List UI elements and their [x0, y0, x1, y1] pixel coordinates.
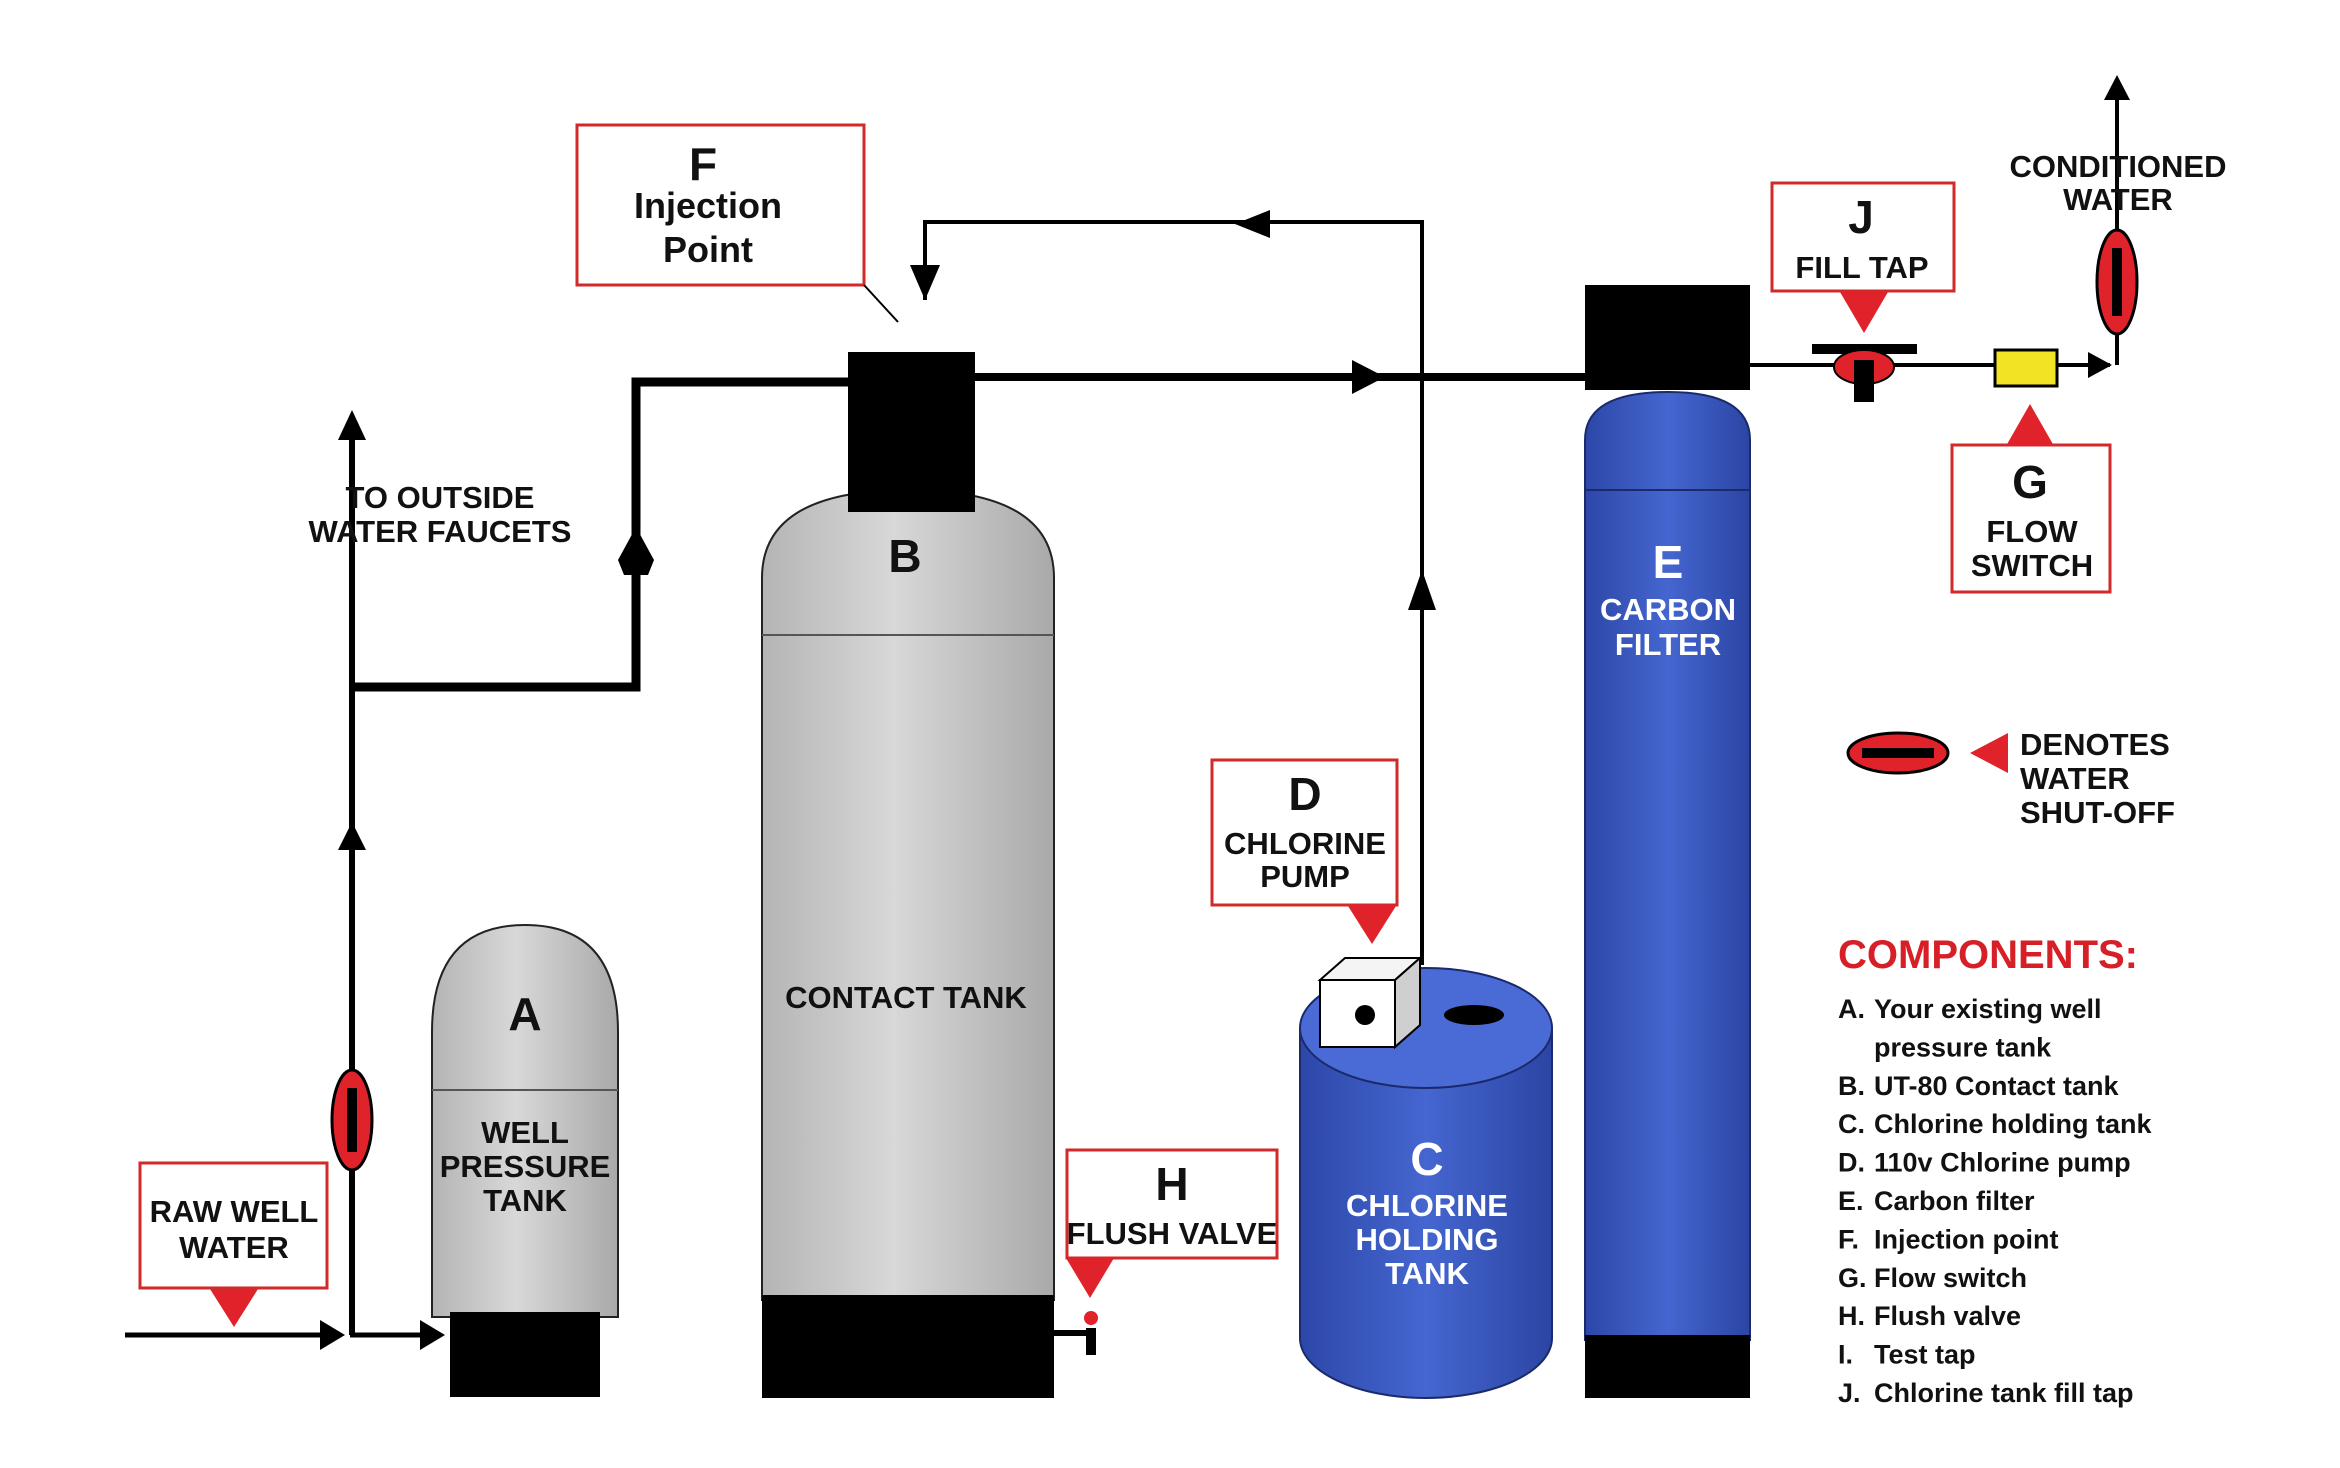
component-key: E.	[1838, 1186, 1864, 1216]
tank-b-letter: B	[888, 530, 921, 582]
tank-c-line-1: CHLORINE	[1346, 1188, 1508, 1223]
component-key: D.	[1838, 1148, 1865, 1178]
component-key: G.	[1838, 1263, 1867, 1293]
main-line-arrow-icon	[1352, 360, 1385, 394]
contact-feed-arrow-icon	[618, 527, 654, 575]
tank-e-letter: E	[1653, 536, 1684, 588]
tank-a-line-2: PRESSURE	[440, 1149, 611, 1184]
carbon-filter	[1584, 285, 1751, 1398]
conditioned-water-line-2: WATER	[2063, 182, 2173, 217]
callout-f-line-1: Injection	[634, 185, 782, 226]
callout-g-line-1: FLOW	[1986, 514, 2078, 549]
component-key: I.	[1838, 1340, 1853, 1370]
component-text: Chlorine tank fill tap	[1874, 1378, 2134, 1408]
tank-e-line-1: CARBON	[1600, 592, 1736, 627]
component-key: B.	[1838, 1071, 1865, 1101]
chlorine-up-arrow-icon	[1408, 570, 1436, 610]
callout-j-letter: J	[1848, 191, 1874, 243]
callout-h-line-1: FLUSH VALVE	[1067, 1216, 1278, 1251]
tank-a-arrow-icon	[420, 1320, 445, 1350]
tank-a-line-1: WELL	[481, 1115, 569, 1150]
shutoff-valve-outlet[interactable]	[2095, 228, 2139, 336]
shutoff-legend-pointer-icon	[1970, 733, 2008, 773]
callout-d-letter: D	[1288, 768, 1321, 820]
callout-d-line-1: CHLORINE	[1224, 826, 1386, 861]
outlet-arrow-icon	[2088, 352, 2112, 378]
callout-h-letter: H	[1155, 1158, 1188, 1210]
callout-j-pointer-icon	[1840, 292, 1888, 333]
component-text: Carbon filter	[1874, 1186, 2035, 1216]
component-text: Flush valve	[1874, 1301, 2021, 1331]
callout-j-line-1: FILL TAP	[1795, 250, 1928, 285]
outside-faucet-arrow-icon	[338, 410, 366, 440]
component-text: pressure tank	[1874, 1032, 2052, 1062]
denotes-line-1: DENOTES	[2020, 727, 2170, 762]
callout-d-pointer-icon	[1348, 906, 1396, 944]
well-pressure-tank	[431, 923, 619, 1397]
flow-switch[interactable]	[1993, 348, 2059, 388]
fill-opening	[1444, 1005, 1504, 1025]
to-outside-line-2: WATER FAUCETS	[309, 514, 572, 549]
inlet-arrow-icon	[320, 1320, 345, 1350]
tank-a-letter: A	[508, 988, 541, 1040]
component-text: UT-80 Contact tank	[1874, 1071, 2120, 1101]
flush-valve[interactable]	[1054, 1311, 1098, 1355]
components-list: COMPONENTS: A. Your existing well pressure…	[1838, 933, 2152, 1408]
tank-a-line-3: TANK	[483, 1183, 567, 1218]
callout-j-fill-tap: J FILL TAP	[1770, 181, 1956, 333]
component-key: C.	[1838, 1109, 1865, 1139]
chlorine-left-arrow-icon	[1235, 210, 1270, 238]
callout-d-chlorine-pump: D CHLORINE PUMP	[1210, 758, 1399, 944]
tank-e-line-2: FILTER	[1615, 627, 1721, 662]
callout-f-line-2: Point	[663, 229, 753, 270]
callout-g-letter: G	[2012, 456, 2048, 508]
component-key: F.	[1838, 1224, 1859, 1254]
component-key: J.	[1838, 1378, 1861, 1408]
callout-f-injection-point: F Injection Point	[575, 123, 899, 323]
callout-d-line-2: PUMP	[1260, 859, 1350, 894]
chlorine-pump[interactable]	[1317, 955, 1423, 1050]
callout-f-letter: F	[689, 138, 717, 190]
callout-g-line-2: SWITCH	[1971, 548, 2093, 583]
components-title: COMPONENTS:	[1838, 933, 2138, 977]
tank-c-line-3: TANK	[1385, 1256, 1469, 1291]
raw-water-pointer-icon	[210, 1289, 258, 1327]
raw-well-water-line-1: RAW WELL	[150, 1194, 319, 1229]
fill-tap[interactable]	[1812, 344, 1917, 402]
tank-c-letter: C	[1410, 1133, 1443, 1185]
component-text: 110v Chlorine pump	[1874, 1148, 2131, 1178]
tank-c-line-2: HOLDING	[1356, 1222, 1499, 1257]
callout-g-pointer-icon	[2006, 404, 2054, 446]
denotes-line-2: WATER	[2020, 761, 2130, 796]
component-key: H.	[1838, 1301, 1865, 1331]
component-text: Flow switch	[1874, 1263, 2027, 1293]
denotes-line-3: SHUT-OFF	[2020, 795, 2175, 830]
component-key: A.	[1838, 994, 1865, 1024]
component-text: Chlorine holding tank	[1874, 1109, 2152, 1139]
contact-tank-head	[848, 352, 975, 512]
raw-well-water-line-2: WATER	[179, 1230, 289, 1265]
component-text: Your existing well	[1874, 994, 2102, 1024]
component-text: Test tap	[1874, 1340, 1976, 1370]
raw-well-water-callout: RAW WELL WATER	[138, 1161, 329, 1327]
contact-tank	[761, 352, 1055, 1398]
shutoff-valve-lower[interactable]	[330, 1068, 374, 1172]
to-outside-line-1: TO OUTSIDE	[346, 480, 535, 515]
tank-b-line-1: CONTACT TANK	[785, 980, 1027, 1015]
carbon-filter-head	[1585, 285, 1750, 390]
conditioned-arrow-icon	[2104, 75, 2130, 100]
riser-arrow-icon	[338, 822, 366, 850]
callout-g-flow-switch: G FLOW SWITCH	[1950, 404, 2112, 594]
shutoff-legend: DENOTES WATER SHUT-OFF	[1846, 727, 2175, 830]
component-text: Injection point	[1874, 1224, 2058, 1254]
conditioned-water-line-1: CONDITIONED	[2010, 149, 2227, 184]
callout-h-pointer-icon	[1066, 1258, 1114, 1298]
callout-h-flush-valve: H FLUSH VALVE	[1065, 1148, 1279, 1298]
injection-arrow-icon	[910, 265, 940, 300]
